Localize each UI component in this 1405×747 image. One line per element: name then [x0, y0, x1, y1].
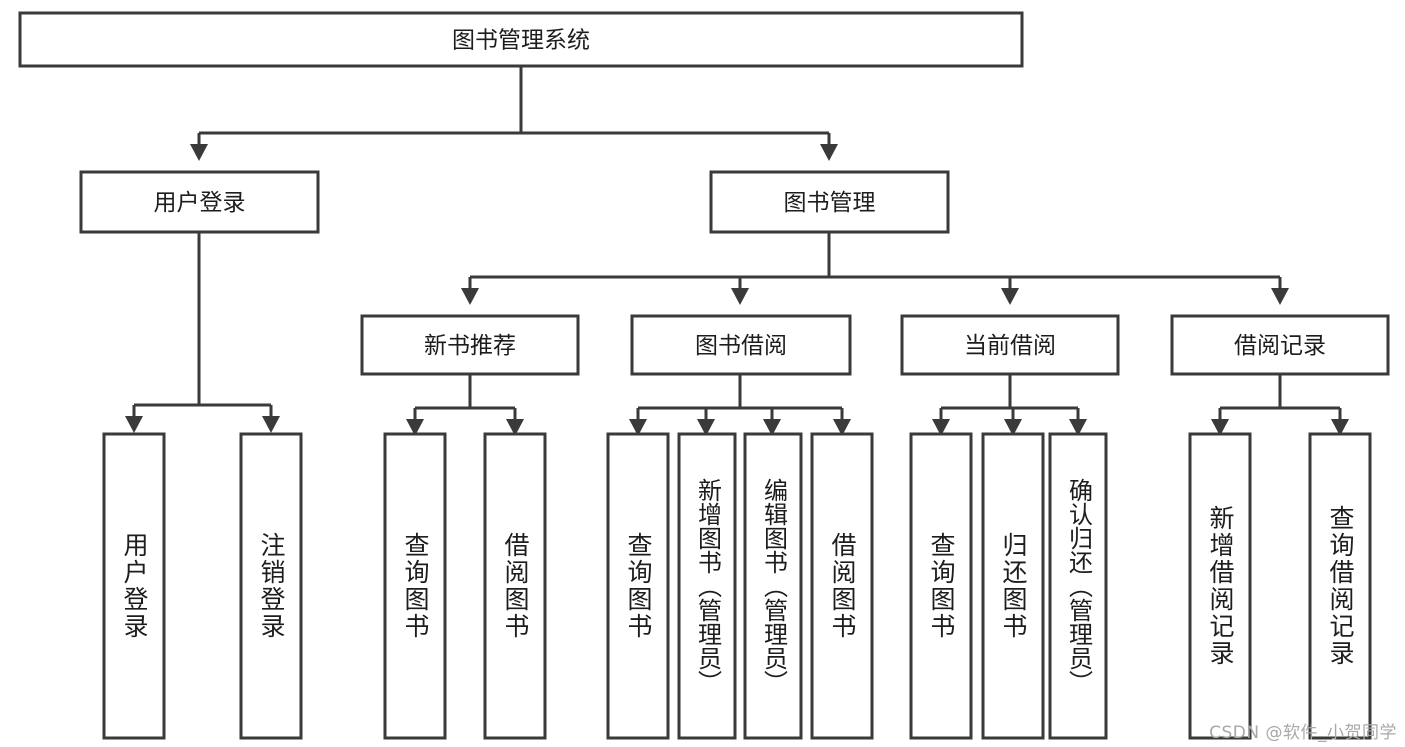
node-box-leaf-logout[interactable] — [239, 432, 303, 740]
node-box-root[interactable] — [18, 11, 1024, 68]
arrow-head-icon — [1004, 419, 1022, 436]
arrow-head-icon — [125, 416, 143, 433]
arrow-head-icon — [506, 419, 524, 436]
node-box-leaf-add-book[interactable] — [677, 432, 737, 740]
node-label-book-borrow: 图书借阅 — [695, 333, 787, 359]
node-box-new-book-rec[interactable] — [360, 314, 580, 376]
node-box-leaf-borrow-book-1[interactable] — [483, 432, 547, 740]
arrow-head-icon — [731, 288, 749, 305]
connector-root-to-level2 — [197, 66, 831, 147]
node-label-new-book-rec: 新书推荐 — [424, 333, 516, 359]
arrow-head-icon — [1069, 419, 1087, 436]
node-label-book-manage: 图书管理 — [784, 190, 876, 216]
arrow-head-icon — [820, 144, 838, 161]
connector-current-borrow-to-leaves — [939, 374, 1080, 422]
node-box-leaf-confirm-return[interactable] — [1048, 432, 1108, 740]
connector-book-manage-to-level3 — [468, 232, 1282, 291]
connector-new-book-rec-to-leaves — [413, 374, 517, 422]
node-label-root: 图书管理系统 — [452, 28, 590, 54]
node-box-book-manage[interactable] — [709, 170, 950, 234]
arrow-head-icon — [932, 419, 950, 436]
arrow-head-icon — [833, 419, 851, 436]
node-label-user-login: 用户登录 — [154, 190, 246, 216]
connector-user-login-to-leaves — [132, 232, 273, 419]
node-box-layer — [18, 11, 1390, 740]
node-box-leaf-query-record[interactable] — [1308, 432, 1372, 740]
arrow-head-icon — [1001, 288, 1019, 305]
arrow-head-icon — [1271, 288, 1289, 305]
node-box-leaf-query-book-1[interactable] — [383, 432, 447, 740]
node-label-current-borrow: 当前借阅 — [964, 333, 1056, 359]
node-box-leaf-user-login[interactable] — [102, 432, 166, 740]
arrow-head-icon — [763, 419, 781, 436]
node-label-borrow-record: 借阅记录 — [1234, 333, 1326, 359]
node-box-borrow-record[interactable] — [1170, 314, 1390, 376]
node-box-leaf-edit-book[interactable] — [743, 432, 803, 740]
arrow-head-icon — [1211, 419, 1229, 436]
arrow-head-icon — [406, 419, 424, 436]
arrow-head-icon — [629, 419, 647, 436]
node-box-leaf-borrow-book-2[interactable] — [810, 432, 874, 740]
node-box-leaf-query-book-2[interactable] — [606, 432, 670, 740]
node-box-leaf-query-book-3[interactable] — [909, 432, 973, 740]
csdn-watermark: CSDN @软件_小贺同学 — [1209, 723, 1397, 743]
connector-layer — [125, 66, 1349, 436]
node-box-leaf-return-book[interactable] — [981, 432, 1045, 740]
node-box-current-borrow[interactable] — [900, 314, 1120, 376]
connector-borrow-record-to-leaves — [1218, 374, 1342, 422]
arrow-head-icon — [262, 416, 280, 433]
node-box-book-borrow[interactable] — [630, 314, 852, 376]
arrow-head-icon — [190, 144, 208, 161]
node-box-leaf-add-record[interactable] — [1188, 432, 1252, 740]
arrow-head-icon — [1331, 419, 1349, 436]
connector-book-borrow-to-leaves — [636, 374, 844, 422]
arrow-head-icon — [697, 419, 715, 436]
node-box-user-login[interactable] — [79, 170, 320, 234]
arrow-head-icon — [461, 288, 479, 305]
